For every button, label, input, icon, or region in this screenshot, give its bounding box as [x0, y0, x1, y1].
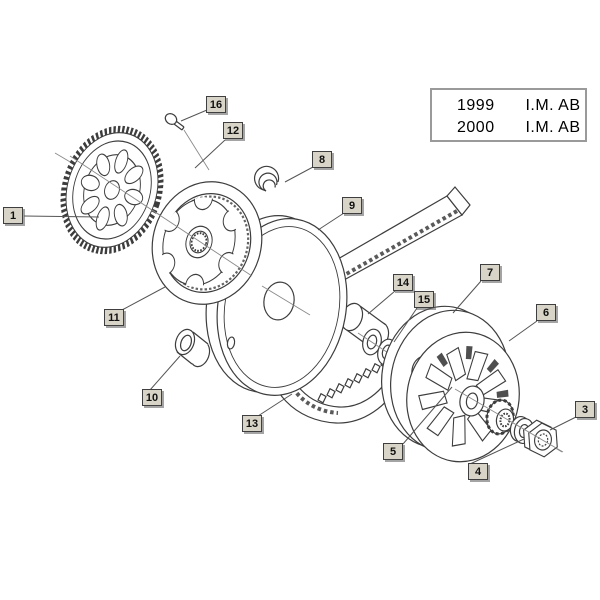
fan-blades [418, 346, 507, 447]
callout-5[interactable]: 5 [383, 443, 403, 460]
bushing-part [174, 328, 211, 368]
callout-8[interactable]: 8 [312, 151, 332, 168]
leader-lines [23, 109, 577, 465]
center-line-marks [69, 155, 564, 453]
callout-11[interactable]: 11 [104, 309, 124, 326]
callout-15[interactable]: 15 [414, 291, 434, 308]
legend-row: 2000 I.M. AB [432, 117, 585, 139]
model-year-legend: 1999 I.M. AB 2000 I.M. AB [430, 88, 587, 142]
callout-4[interactable]: 4 [468, 463, 488, 480]
callout-6[interactable]: 6 [536, 304, 556, 321]
callout-13[interactable]: 13 [242, 415, 262, 432]
callout-16[interactable]: 16 [206, 96, 226, 113]
gear-part [60, 125, 164, 255]
callout-14[interactable]: 14 [393, 274, 413, 291]
clip-part [254, 165, 280, 192]
callout-10[interactable]: 10 [142, 389, 162, 406]
legend-code: I.M. AB [525, 119, 581, 136]
callout-12[interactable]: 12 [223, 122, 243, 139]
pulley-half-part [205, 215, 348, 396]
legend-code: I.M. AB [525, 97, 581, 114]
legend-row: 1999 I.M. AB [432, 95, 585, 117]
callout-1[interactable]: 1 [3, 207, 23, 224]
callout-7[interactable]: 7 [480, 264, 500, 281]
legend-year: 2000 [457, 119, 495, 136]
gear-rollers [80, 149, 144, 231]
screw-part [164, 113, 210, 171]
callout-9[interactable]: 9 [342, 197, 362, 214]
legend-year: 1999 [457, 97, 495, 114]
callout-3[interactable]: 3 [575, 401, 595, 418]
